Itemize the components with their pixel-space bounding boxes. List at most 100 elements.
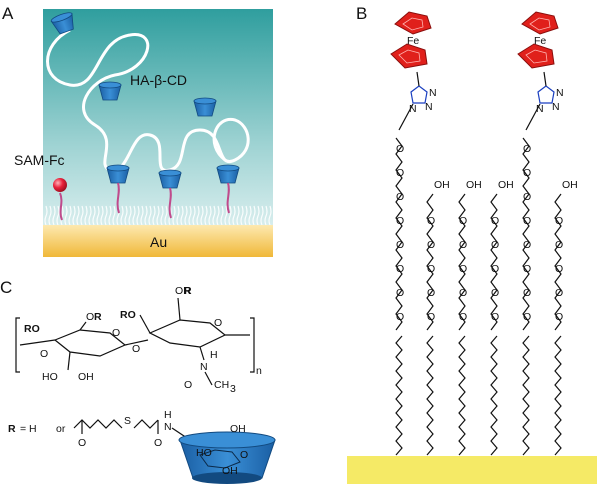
cyclopentadienyl-ring bbox=[517, 43, 555, 69]
cup-rim bbox=[158, 169, 182, 177]
alkyl-chain bbox=[72, 205, 76, 226]
oligoethylene-glycol bbox=[395, 137, 403, 331]
linker-bond bbox=[416, 71, 420, 87]
linker-chain bbox=[133, 419, 159, 429]
alkyl-chain bbox=[52, 205, 56, 226]
alkyl-chain bbox=[268, 205, 272, 226]
alkyl-chain bbox=[220, 205, 224, 226]
linker-bond bbox=[525, 103, 541, 131]
oxygen-atom: O bbox=[523, 215, 531, 227]
au-label: Au bbox=[150, 234, 167, 250]
triazole-n: N bbox=[552, 101, 560, 113]
nh-label: H bbox=[210, 349, 218, 361]
or-top: OR bbox=[175, 285, 191, 297]
alkyl-chain bbox=[224, 205, 228, 226]
triazole-n: N bbox=[536, 103, 544, 115]
cyclodextrin-group bbox=[50, 12, 240, 219]
ferrocene-icon: Fe bbox=[517, 11, 559, 69]
hyaluronic-acid-chain bbox=[46, 28, 250, 172]
oxygen-atom: O bbox=[396, 287, 404, 299]
oligoethylene-glycol bbox=[554, 193, 562, 331]
linker-bond bbox=[543, 71, 547, 87]
oxygen-atom: O bbox=[396, 263, 404, 275]
linker-o2: O bbox=[154, 437, 162, 449]
oxygen-atom: O bbox=[396, 311, 404, 323]
o-left: O bbox=[40, 348, 48, 360]
bond bbox=[79, 321, 87, 331]
sam-monolayer bbox=[44, 205, 272, 226]
alkyl-chain bbox=[236, 205, 240, 226]
fe-label: Fe bbox=[534, 35, 546, 47]
alkyl-chain bbox=[124, 205, 128, 226]
oxygen-atom: O bbox=[523, 191, 531, 203]
oxygen-atom: O bbox=[459, 215, 467, 227]
ring-highlight bbox=[402, 17, 424, 31]
alkyl-chain bbox=[104, 205, 108, 226]
r-def-eq: = H bbox=[20, 423, 37, 435]
oxygen-atom: O bbox=[491, 239, 499, 251]
oxygen-atom: O bbox=[491, 263, 499, 275]
carboxyl-oh: OH bbox=[78, 371, 94, 383]
s-atom: S bbox=[124, 415, 131, 427]
alkyl-chain bbox=[100, 205, 104, 226]
oxygen-atom: O bbox=[523, 263, 531, 275]
hydroxyl-group: OH bbox=[498, 179, 514, 191]
alkyl-backbone bbox=[426, 335, 434, 456]
alkyl-chain bbox=[160, 205, 164, 226]
hydroxyl-terminated-chain: OOOOOSHOH bbox=[552, 179, 578, 473]
oxygen-atom: O bbox=[459, 239, 467, 251]
alkyl-chain bbox=[44, 205, 48, 226]
sam-tether bbox=[226, 182, 230, 214]
cd-cup-base bbox=[192, 472, 262, 484]
alkyl-chain bbox=[128, 205, 132, 226]
bond bbox=[199, 346, 205, 361]
alkyl-backbone bbox=[395, 335, 403, 456]
alkyl-chain bbox=[240, 205, 244, 226]
oxygen-atom: O bbox=[555, 239, 563, 251]
cd-ho: HO bbox=[196, 447, 212, 459]
oxygen-atom: O bbox=[491, 311, 499, 323]
glycosidic-bond bbox=[124, 339, 149, 346]
oxygen-atom: O bbox=[523, 287, 531, 299]
alkyl-chain bbox=[208, 205, 212, 226]
alkyl-chain bbox=[108, 205, 112, 226]
alkyl-chain bbox=[204, 205, 208, 226]
oxygen-atom: O bbox=[396, 239, 404, 251]
ring-oxygen: O bbox=[112, 327, 120, 339]
ferrocene-terminated-chain: OOOOOOOOSHNNNFe bbox=[390, 11, 437, 473]
oxygen-atom: O bbox=[427, 287, 435, 299]
oligoethylene-glycol bbox=[426, 193, 434, 331]
ha-cd-label: HA-β-CD bbox=[130, 72, 187, 88]
oxygen-atom: O bbox=[427, 311, 435, 323]
hydroxyl-group: OH bbox=[562, 179, 578, 191]
hydroxyl-terminated-chain: OOOOOSHOH bbox=[424, 179, 450, 473]
subscript-n: n bbox=[256, 365, 262, 377]
alkyl-chain bbox=[68, 205, 72, 226]
alkyl-chain bbox=[212, 205, 216, 226]
bracket-left bbox=[15, 317, 20, 373]
oxygen-atom: O bbox=[396, 215, 404, 227]
bridging-oxygen: O bbox=[132, 343, 140, 355]
alkyl-chain bbox=[228, 205, 232, 226]
panel-a-letter: A bbox=[2, 4, 14, 23]
sam-tether bbox=[168, 187, 172, 219]
alkyl-chain bbox=[84, 205, 88, 226]
ferrocene-terminated-chain: OOOOOOOOSHNNNFe bbox=[517, 11, 564, 473]
alkyl-chain bbox=[184, 205, 188, 226]
r-label: R bbox=[94, 311, 102, 323]
ch3-subscript: 3 bbox=[230, 383, 236, 395]
ferrocene-icon: Fe bbox=[390, 11, 432, 69]
cup-rim bbox=[50, 12, 73, 23]
sam-tether bbox=[116, 182, 120, 214]
cyclodextrin-cup bbox=[98, 81, 122, 101]
alkyl-chain bbox=[244, 205, 248, 226]
oligoethylene-glycol bbox=[458, 193, 466, 331]
alkyl-chain bbox=[76, 205, 80, 226]
oxygen-atom: O bbox=[523, 239, 531, 251]
bond bbox=[177, 297, 181, 321]
alkyl-chain bbox=[144, 205, 148, 226]
alkyl-chain bbox=[188, 205, 192, 226]
alkyl-backbone bbox=[490, 335, 498, 456]
oxygen-atom: O bbox=[555, 287, 563, 299]
alkyl-backbone bbox=[554, 335, 562, 456]
